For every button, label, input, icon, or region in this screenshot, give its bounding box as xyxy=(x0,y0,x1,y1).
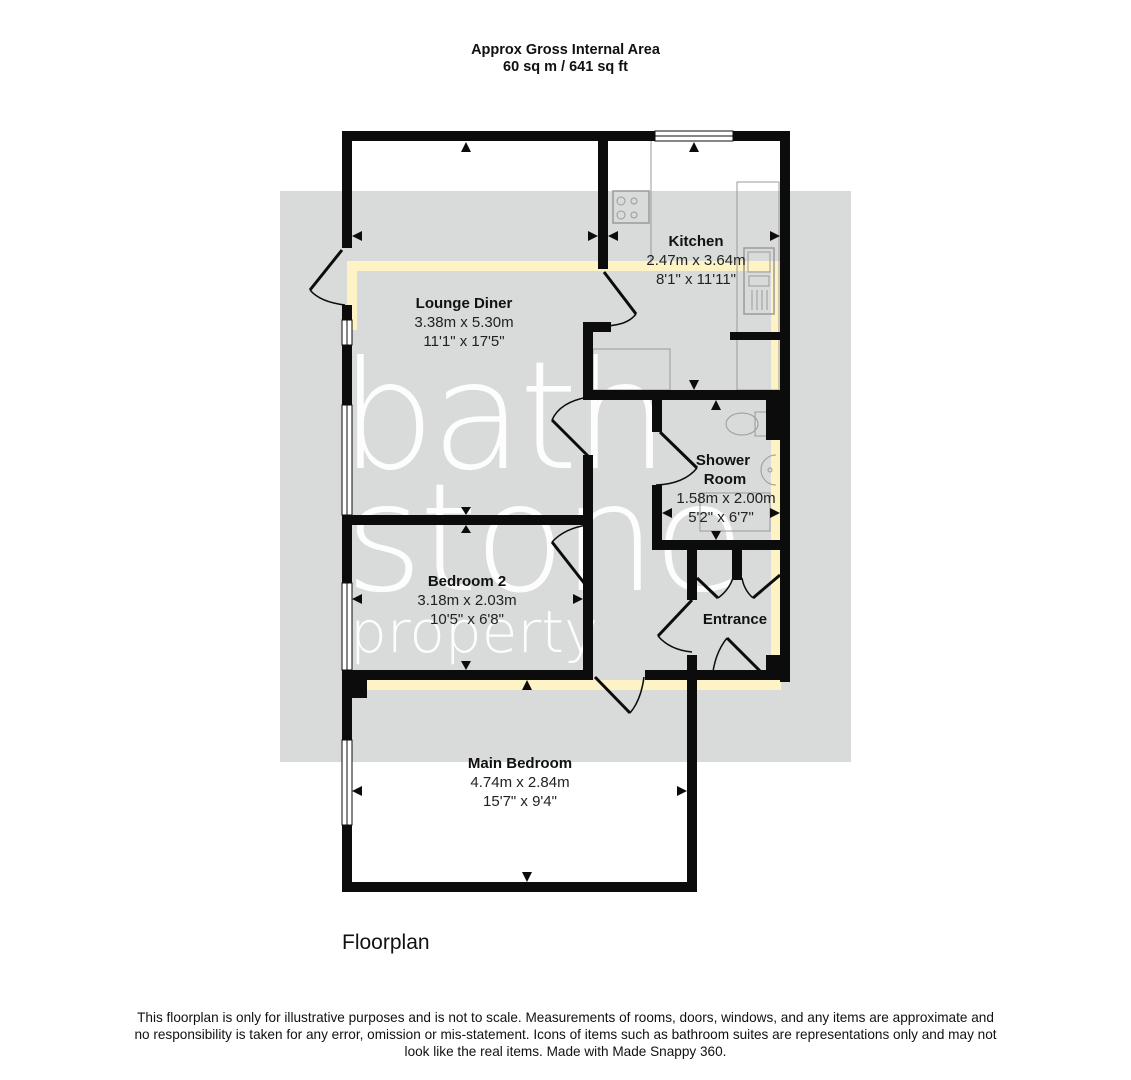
area-title: Approx Gross Internal Area xyxy=(471,42,660,58)
disclaimer-text: This floorplan is only for illustrative … xyxy=(134,1010,997,1059)
door-front-entrance xyxy=(711,636,769,681)
area-header: Approx Gross Internal Area 60 sq m / 641… xyxy=(0,42,1131,76)
kitchen-fixtures xyxy=(592,141,780,532)
room-imperial: 11'1" x 17'5" xyxy=(423,333,504,350)
walls xyxy=(342,131,790,892)
room-main-bedroom: Main Bedroom 4.74m x 2.84m 15'7" x 9'4" xyxy=(468,755,572,810)
floor-label: Floorplan xyxy=(342,931,430,954)
dimension-arrows xyxy=(352,142,780,882)
windows xyxy=(341,130,734,826)
door-lounge-exterior xyxy=(308,249,346,306)
room-imperial: 10'5" x 6'8" xyxy=(430,611,504,628)
room-metric: 3.38m x 5.30m xyxy=(414,314,513,331)
hob-icon xyxy=(612,190,650,224)
room-imperial: 15'7" x 9'4" xyxy=(483,793,557,810)
room-name: Lounge Diner xyxy=(416,295,513,312)
room-entrance: Entrance xyxy=(703,611,767,628)
watermark-line1: bath xyxy=(340,330,665,504)
door-shower-room xyxy=(655,430,699,486)
room-bedroom-2: Bedroom 2 3.18m x 2.03m 10'5" x 6'8" xyxy=(417,573,516,628)
room-metric: 1.58m x 2.00m xyxy=(676,490,775,507)
room-imperial: 5'2" x 6'7" xyxy=(688,509,754,526)
room-name: Kitchen xyxy=(668,233,723,250)
room-name: Main Bedroom xyxy=(468,755,572,772)
room-name: Bedroom 2 xyxy=(428,573,506,590)
room-kitchen: Kitchen 2.47m x 3.64m 8'1" x 11'11" xyxy=(646,233,745,288)
basin-icon xyxy=(760,454,777,486)
room-name: Entrance xyxy=(703,611,767,628)
room-metric: 4.74m x 2.84m xyxy=(470,774,569,791)
room-shower-room: Shower Room 1.58m x 2.00m 5'2" x 6'7" xyxy=(676,452,775,526)
doors xyxy=(308,249,781,715)
watermark-line3: property xyxy=(350,598,598,666)
door-main-bedroom xyxy=(593,675,645,715)
area-value: 60 sq m / 641 sq ft xyxy=(503,59,628,75)
highlight-outline xyxy=(347,261,781,690)
door-lounge-corridor xyxy=(550,396,590,458)
room-imperial: 8'1" x 11'11" xyxy=(656,271,736,288)
room-lounge-diner: Lounge Diner 3.38m x 5.30m 11'1" x 17'5" xyxy=(414,295,513,350)
sink-icon xyxy=(743,247,775,315)
door-lounge-kitchen xyxy=(602,271,638,327)
room-metric: 2.47m x 3.64m xyxy=(646,252,745,269)
room-metric: 3.18m x 2.03m xyxy=(417,592,516,609)
room-name-line1: Shower xyxy=(696,452,750,469)
door-bedroom2 xyxy=(550,524,590,589)
room-name-line2: Room xyxy=(704,471,747,488)
door-cupboard-right xyxy=(741,573,781,600)
door-entrance-corridor xyxy=(656,598,694,653)
door-cupboard-left xyxy=(695,576,734,600)
